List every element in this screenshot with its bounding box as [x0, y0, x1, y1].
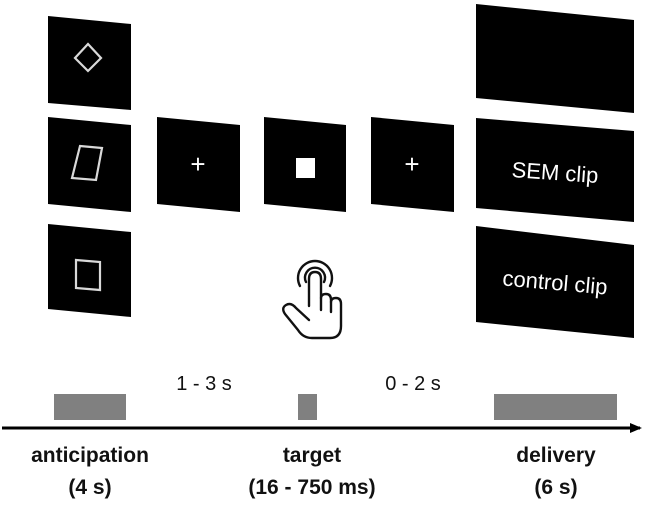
delivery-screen-sem-clip: SEM clip — [476, 118, 634, 222]
cue-screen-diamond — [48, 16, 131, 110]
cue-to-target-duration: 1 - 3 s — [176, 373, 232, 395]
cue-screen-parallelogram — [48, 117, 131, 212]
parallelogram-icon — [70, 144, 104, 182]
fixation-cross: + — [190, 149, 205, 179]
target-bar — [298, 394, 317, 420]
anticipation-duration: (4 s) — [68, 476, 111, 499]
delivery-screen-blank — [476, 4, 634, 113]
delivery-bar — [494, 394, 617, 420]
target-square — [296, 158, 315, 178]
anticipation-label: anticipation — [31, 444, 149, 467]
anticipation-bar — [54, 394, 126, 420]
fixation-screen-2: + — [371, 117, 454, 212]
target-duration: (16 - 750 ms) — [248, 476, 375, 499]
square-icon — [74, 258, 102, 292]
diamond-icon — [73, 42, 103, 73]
target-screen — [264, 117, 346, 212]
target-label: target — [283, 444, 341, 467]
target-to-delivery-duration: 0 - 2 s — [385, 373, 441, 395]
cue-screen-square — [48, 224, 131, 317]
delivery-duration: (6 s) — [534, 476, 577, 499]
fixation-screen-1: + — [157, 117, 240, 212]
delivery-screen-control-clip: control clip — [476, 226, 634, 338]
sem-clip-label: SEM clip — [511, 157, 599, 188]
delivery-label: delivery — [516, 444, 596, 467]
fixation-cross: + — [404, 149, 419, 179]
tap-hand-icon — [282, 259, 343, 340]
